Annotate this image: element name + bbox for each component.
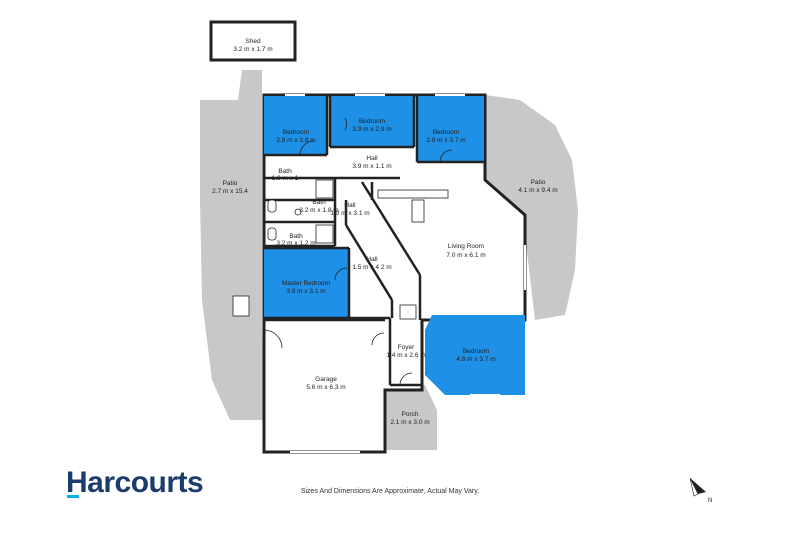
hall-3-dims: 1.5 m x 4.2 m — [352, 264, 391, 271]
bedroom-1-dims: 2.8 m x 3.8 m — [276, 137, 315, 144]
svg-text:1.4 m x 2.6 m: 1.4 m x 2.6 m — [386, 352, 425, 359]
svg-text:5.6 m x 6.3 m: 5.6 m x 6.3 m — [306, 384, 345, 391]
door-swings — [263, 117, 453, 386]
svg-text:1.0 m x 3.1 m: 1.0 m x 3.1 m — [330, 210, 369, 217]
svg-text:3.2 m x 1.8 m: 3.2 m x 1.8 m — [299, 207, 338, 214]
svg-text:Patio: Patio — [223, 180, 238, 187]
svg-text:3.9 m x 3.1 m: 3.9 m x 3.1 m — [286, 288, 325, 295]
patio-right-dims: 4.1 m x 9.4 m — [518, 187, 557, 194]
shed-dims: 3.2 m x 1.7 m — [233, 46, 272, 53]
bedroom-4-name: Bedroom — [463, 348, 489, 355]
garage-dims: 5.6 m x 6.3 m — [306, 384, 345, 391]
living-room-name: Living Room — [448, 243, 484, 250]
svg-text:4.1 m x 9.4 m: 4.1 m x 9.4 m — [518, 187, 557, 194]
svg-text:2.8 m x 3.8 m: 2.8 m x 3.8 m — [276, 137, 315, 144]
svg-text:3.9 m x 2.9 m: 3.9 m x 2.9 m — [352, 126, 391, 133]
svg-text:1.8 m x 1: 1.8 m x 1 — [272, 175, 299, 182]
harcourts-logo: Harcourts — [66, 466, 204, 499]
svg-text:Bedroom: Bedroom — [359, 118, 385, 125]
bedroom-4-room — [425, 315, 525, 395]
north-label: N — [708, 498, 712, 504]
svg-text:3.2 m x 1.2 m: 3.2 m x 1.2 m — [276, 240, 315, 247]
porch-dims: 2.1 m x 3.0 m — [390, 419, 429, 426]
svg-text:Bedroom: Bedroom — [463, 348, 489, 355]
bedroom-2-name: Bedroom — [359, 118, 385, 125]
living-room-dims: 7.0 m x 6.1 m — [446, 252, 485, 259]
patio-left-dims: 2.7 m x 15.4 — [212, 188, 248, 195]
svg-text:Living Room: Living Room — [448, 243, 484, 250]
hall-1-dims: 3.9 m x 1.1 m — [352, 163, 391, 170]
foyer-name: Foyer — [398, 344, 415, 351]
svg-text:Hall: Hall — [366, 155, 378, 162]
hall-2-name: Hall — [344, 202, 356, 209]
svg-text:Bedroom: Bedroom — [433, 129, 459, 136]
shed-name: Shed — [245, 38, 261, 45]
patio-left-area — [200, 70, 264, 420]
hall-2-dims: 1.0 m x 3.1 m — [330, 210, 369, 217]
north-arrow-icon: N — [689, 477, 712, 504]
bath-2-dims: 3.2 m x 1.8 m — [299, 207, 338, 214]
foyer-dims: 1.4 m x 2.6 m — [386, 352, 425, 359]
master-bedroom-name: Master Bedroom — [282, 280, 330, 287]
bath-3-dims: 3.2 m x 1.2 m — [276, 240, 315, 247]
bedroom-3-name: Bedroom — [433, 129, 459, 136]
svg-text:3.2 m x 1.7 m: 3.2 m x 1.7 m — [233, 46, 272, 53]
svg-text:Bath: Bath — [312, 199, 326, 206]
garage-name: Garage — [315, 376, 337, 383]
bedroom-2-dims: 3.9 m x 2.9 m — [352, 126, 391, 133]
hall-3-name: Hall — [366, 256, 378, 263]
svg-text:3.9 m x 1.1 m: 3.9 m x 1.1 m — [352, 163, 391, 170]
svg-text:Porch: Porch — [402, 411, 419, 418]
logo-accent-mark — [67, 495, 79, 498]
patio-right-name: Patio — [531, 179, 546, 186]
bedroom-4-dims: 4.8 m x 3.7 m — [456, 356, 495, 363]
svg-text:Foyer: Foyer — [398, 344, 415, 351]
svg-text:2.1 m x 3.0 m: 2.1 m x 3.0 m — [390, 419, 429, 426]
patio-left-name: Patio — [223, 180, 238, 187]
svg-text:Bedroom: Bedroom — [283, 129, 309, 136]
svg-text:Bath: Bath — [289, 233, 303, 240]
svg-text:2.9 m x 3.7 m: 2.9 m x 3.7 m — [426, 137, 465, 144]
interior-walls — [264, 95, 485, 387]
patio-right-area — [485, 95, 578, 320]
disclaimer-text: Sizes And Dimensions Are Approximate, Ac… — [300, 488, 480, 495]
bedroom-2-room — [330, 96, 414, 146]
svg-text:Patio: Patio — [531, 179, 546, 186]
svg-text:Master Bedroom: Master Bedroom — [282, 280, 330, 287]
hall-1-name: Hall — [366, 155, 378, 162]
master-bedroom-dims: 3.9 m x 3.1 m — [286, 288, 325, 295]
bedroom-1-name: Bedroom — [283, 129, 309, 136]
porch-name: Porch — [402, 411, 419, 418]
windows — [285, 94, 526, 453]
bath-1-name: Bath — [278, 168, 292, 175]
bedroom-1-room — [264, 96, 327, 154]
svg-text:4.8 m x 3.7 m: 4.8 m x 3.7 m — [456, 356, 495, 363]
svg-text:Hall: Hall — [344, 202, 356, 209]
master-bedroom-room — [264, 248, 349, 318]
svg-text:2.7 m x 15.4: 2.7 m x 15.4 — [212, 188, 248, 195]
bedroom-3-room — [417, 96, 484, 162]
svg-text:Hall: Hall — [366, 256, 378, 263]
bath-2-name: Bath — [312, 199, 326, 206]
bath-3-name: Bath — [289, 233, 303, 240]
fixtures — [232, 179, 449, 320]
bedroom-3-dims: 2.9 m x 3.7 m — [426, 137, 465, 144]
svg-text:1.5 m x 4.2 m: 1.5 m x 4.2 m — [352, 264, 391, 271]
svg-text:Shed: Shed — [245, 38, 261, 45]
bath-1-dims: 1.8 m x 1 — [272, 175, 299, 182]
porch-area — [385, 385, 437, 450]
svg-text:Garage: Garage — [315, 376, 337, 383]
svg-text:Bath: Bath — [278, 168, 292, 175]
svg-text:7.0 m x 6.1 m: 7.0 m x 6.1 m — [446, 252, 485, 259]
shed-room — [209, 20, 297, 62]
